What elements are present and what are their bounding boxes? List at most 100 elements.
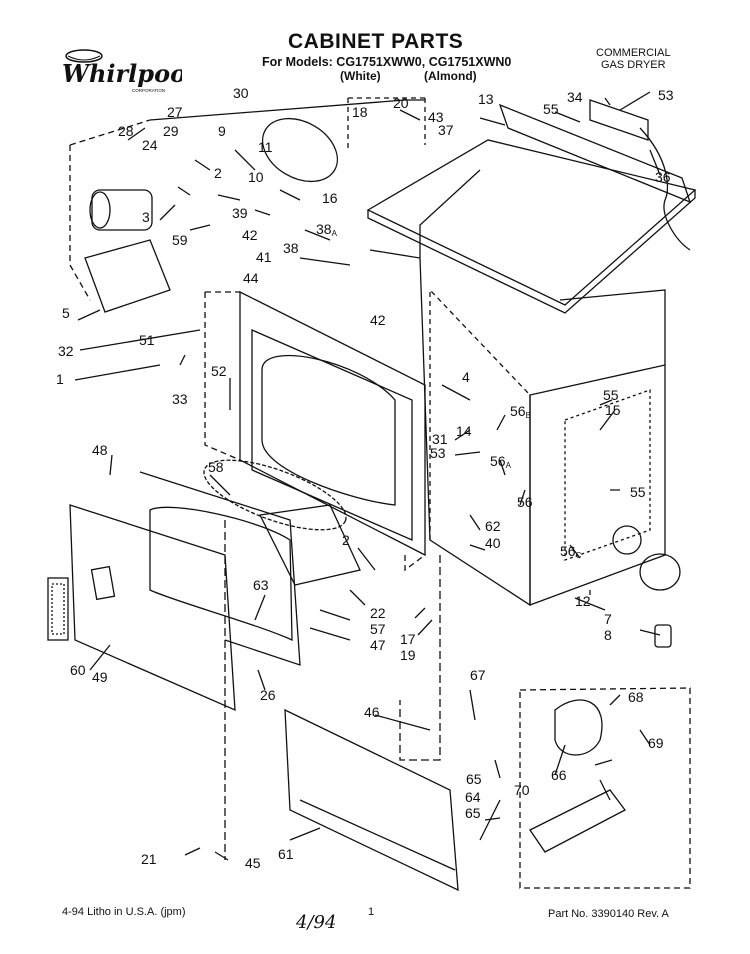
models-line: For Models: CG1751XWW0, CG1751XWN0 xyxy=(262,55,512,69)
callout-2: 2 xyxy=(342,532,350,548)
callout-68: 68 xyxy=(628,689,644,705)
commercial-line-2: GAS DRYER xyxy=(600,59,666,71)
callout-55: 55 xyxy=(603,387,619,403)
callout-26: 26 xyxy=(260,687,276,703)
callout-60: 60 xyxy=(70,662,86,678)
callout-13: 13 xyxy=(478,91,494,107)
door-outer xyxy=(69,504,236,712)
callout-27: 27 xyxy=(167,104,183,120)
page-title: CABINET PARTS xyxy=(288,30,464,53)
front-panel xyxy=(239,290,426,557)
callout-18: 18 xyxy=(352,104,368,120)
cabinet-body xyxy=(369,249,666,607)
callout-48: 48 xyxy=(92,442,108,458)
callout-62: 62 xyxy=(485,518,501,534)
callout-36: 36 xyxy=(655,169,671,185)
callout-56a: 56A xyxy=(490,453,512,470)
callout-53: 53 xyxy=(658,87,674,103)
callout-10: 10 xyxy=(248,169,264,185)
diagram-artwork xyxy=(47,91,697,892)
toe-panel xyxy=(284,708,459,892)
callout-15: 15 xyxy=(605,402,621,418)
callout-33: 33 xyxy=(172,391,188,407)
commercial-line-1: COMMERCIAL xyxy=(596,47,671,59)
callout-17: 17 xyxy=(400,631,416,647)
callout-1: 1 xyxy=(56,371,64,387)
lint-housing xyxy=(259,504,361,586)
burner-tube xyxy=(529,789,626,853)
callout-52: 52 xyxy=(211,363,227,379)
callout-4: 4 xyxy=(462,369,470,385)
leveling-leg xyxy=(654,624,672,648)
callout-39: 39 xyxy=(232,205,248,221)
callout-8: 8 xyxy=(604,627,612,643)
callout-20: 20 xyxy=(393,95,409,111)
callout-31: 31 xyxy=(432,431,448,447)
callout-38: 38 xyxy=(283,240,299,256)
callout-44: 44 xyxy=(243,270,259,286)
callout-56b: 56B xyxy=(510,403,531,420)
callout-22: 22 xyxy=(370,605,386,621)
callout-49: 49 xyxy=(92,669,108,685)
handwritten-date: 4/94 xyxy=(296,912,337,933)
callout-70: 70 xyxy=(514,782,530,798)
callout-30: 30 xyxy=(233,85,249,101)
callout-40: 40 xyxy=(485,535,501,551)
door-strike xyxy=(47,577,69,641)
rear-vent-opening xyxy=(612,525,642,555)
footer-part-number: Part No. 3390140 Rev. A xyxy=(548,908,669,920)
commercial-bracket xyxy=(589,99,649,141)
top-panel xyxy=(366,139,697,306)
callout-66: 66 xyxy=(551,767,567,783)
callout-63: 63 xyxy=(253,577,269,593)
callout-11: 11 xyxy=(258,139,273,155)
motor xyxy=(91,189,153,231)
variant-almond: (Almond) xyxy=(424,69,477,83)
callout-58: 58 xyxy=(208,459,224,475)
callout-43: 43 xyxy=(428,109,444,125)
footer-litho: 4-94 Litho in U.S.A. (jpm) xyxy=(62,906,186,918)
callout-42: 42 xyxy=(370,312,386,328)
callout-37: 37 xyxy=(438,122,454,138)
callout-16: 16 xyxy=(322,190,338,206)
callout-45: 45 xyxy=(245,855,261,871)
callout-34: 34 xyxy=(567,89,583,105)
callout-53: 53 xyxy=(430,445,446,461)
callout-61: 61 xyxy=(278,846,294,862)
callout-56: 56 xyxy=(517,494,533,510)
callout-51: 51 xyxy=(139,332,155,348)
callout-29: 29 xyxy=(163,123,179,139)
callout-9: 9 xyxy=(218,123,226,139)
callout-24: 24 xyxy=(142,137,158,153)
callout-57: 57 xyxy=(370,621,386,637)
callout-32: 32 xyxy=(58,343,74,359)
callout-12: 12 xyxy=(575,593,591,609)
callout-5: 5 xyxy=(62,305,70,321)
callout-2: 2 xyxy=(214,165,222,181)
callout-38a: 38A xyxy=(316,221,338,238)
callout-14: 14 xyxy=(456,423,472,439)
whirlpool-logo: Whirlpool CORPORATION xyxy=(62,49,182,93)
callout-28: 28 xyxy=(118,123,134,139)
brand-sub: CORPORATION xyxy=(132,88,165,93)
variant-white: (White) xyxy=(340,69,381,83)
gas-valve-box xyxy=(519,687,691,889)
callout-64: 64 xyxy=(465,789,481,805)
drum-belt xyxy=(261,117,339,183)
callout-55: 55 xyxy=(543,101,559,117)
callout-7: 7 xyxy=(604,611,612,627)
callout-3: 3 xyxy=(142,209,150,225)
door-handle-slot xyxy=(90,565,116,601)
callout-42: 42 xyxy=(242,227,258,243)
gas-valve xyxy=(554,699,603,756)
callout-47: 47 xyxy=(370,637,386,653)
callout-65: 65 xyxy=(465,805,481,821)
callout-67: 67 xyxy=(470,667,486,683)
brand-text: Whirlpool xyxy=(62,59,182,88)
motor-mount xyxy=(84,239,171,313)
callout-56c: 56C xyxy=(560,543,582,560)
commercial-note: COMMERCIAL GAS DRYER xyxy=(596,47,671,71)
footer-page-number: 1 xyxy=(368,906,375,918)
rear-brace xyxy=(498,103,692,204)
